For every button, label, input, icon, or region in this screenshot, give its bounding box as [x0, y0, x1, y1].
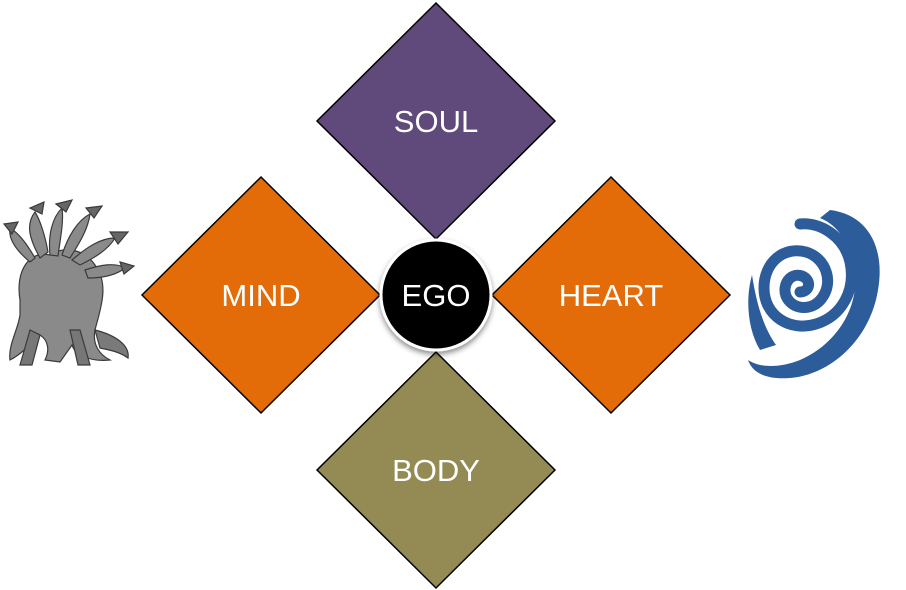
spiral-icon: [748, 210, 880, 379]
soul-label: SOUL: [394, 104, 478, 139]
ego-label: EGO: [402, 278, 471, 313]
ego-node: EGO: [379, 238, 493, 352]
ego-circle: [379, 238, 493, 352]
heart-label: HEART: [559, 278, 664, 313]
mind-diamond: [140, 175, 382, 415]
body-node: BODY: [315, 350, 557, 590]
hydra-icon: [2, 199, 136, 366]
soul-node: SOUL: [315, 1, 557, 241]
mind-label: MIND: [221, 278, 300, 313]
heart-node: HEART: [490, 175, 732, 415]
mind-node: MIND: [140, 175, 382, 415]
body-diamond: [315, 350, 557, 590]
body-label: BODY: [392, 453, 480, 488]
heart-diamond: [490, 175, 732, 415]
